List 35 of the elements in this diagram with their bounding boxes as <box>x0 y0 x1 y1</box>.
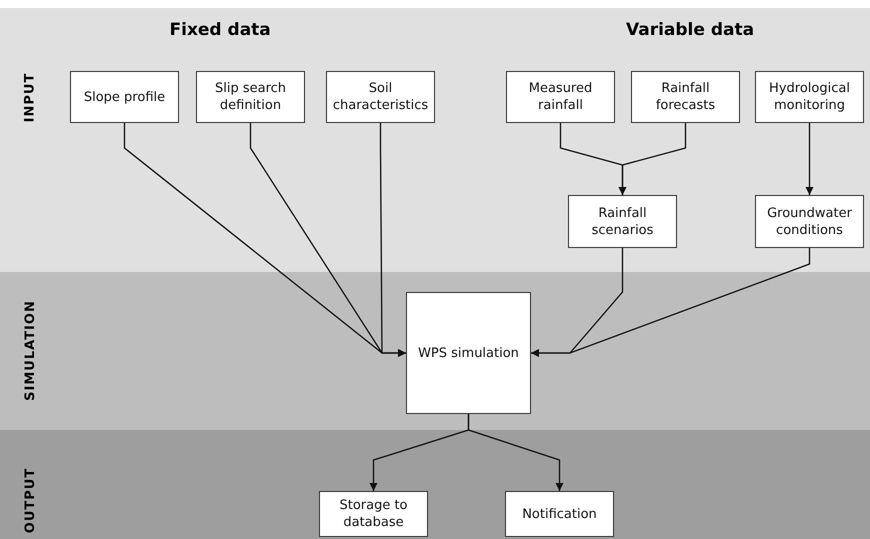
box-text: Rainfall scenarios <box>590 204 654 238</box>
swimlane-band <box>0 272 870 430</box>
process-box <box>755 71 864 123</box>
box-text: Soil characteristics <box>332 80 430 114</box>
process-box <box>196 71 305 123</box>
arrow <box>618 123 686 195</box>
arrow <box>468 414 564 491</box>
swimlane-band <box>0 430 870 539</box>
process-box <box>755 195 864 248</box>
swimlane-band <box>0 8 870 272</box>
box-text: Groundwater conditions <box>766 204 853 238</box>
arrow <box>531 248 810 357</box>
column-heading: Fixed data <box>170 20 271 40</box>
arrow <box>806 123 814 195</box>
box-text: Measured rainfall <box>528 80 594 114</box>
box-text: Rainfall forecasts <box>654 80 716 114</box>
lane-label: INPUT <box>22 72 38 122</box>
process-box <box>319 491 428 537</box>
box-text: Notification <box>522 506 597 522</box>
process-box <box>70 71 179 123</box>
box-text: WPS simulation <box>418 344 519 362</box>
box-text: Slip search definition <box>214 80 288 114</box>
lane-label: OUTPUT <box>22 467 38 533</box>
process-box <box>406 292 531 414</box>
box-text: Storage to database <box>338 497 409 531</box>
process-box <box>326 71 435 123</box>
process-box <box>631 71 740 123</box>
box-text: Slope profile <box>84 88 166 106</box>
process-box <box>568 195 677 248</box>
box-text: Hydrological monitoring <box>768 80 851 114</box>
arrow <box>380 123 406 357</box>
column-heading: Variable data <box>626 20 754 40</box>
process-box <box>505 491 614 537</box>
lane-label: SIMULATION <box>22 300 38 400</box>
process-box <box>506 71 615 123</box>
